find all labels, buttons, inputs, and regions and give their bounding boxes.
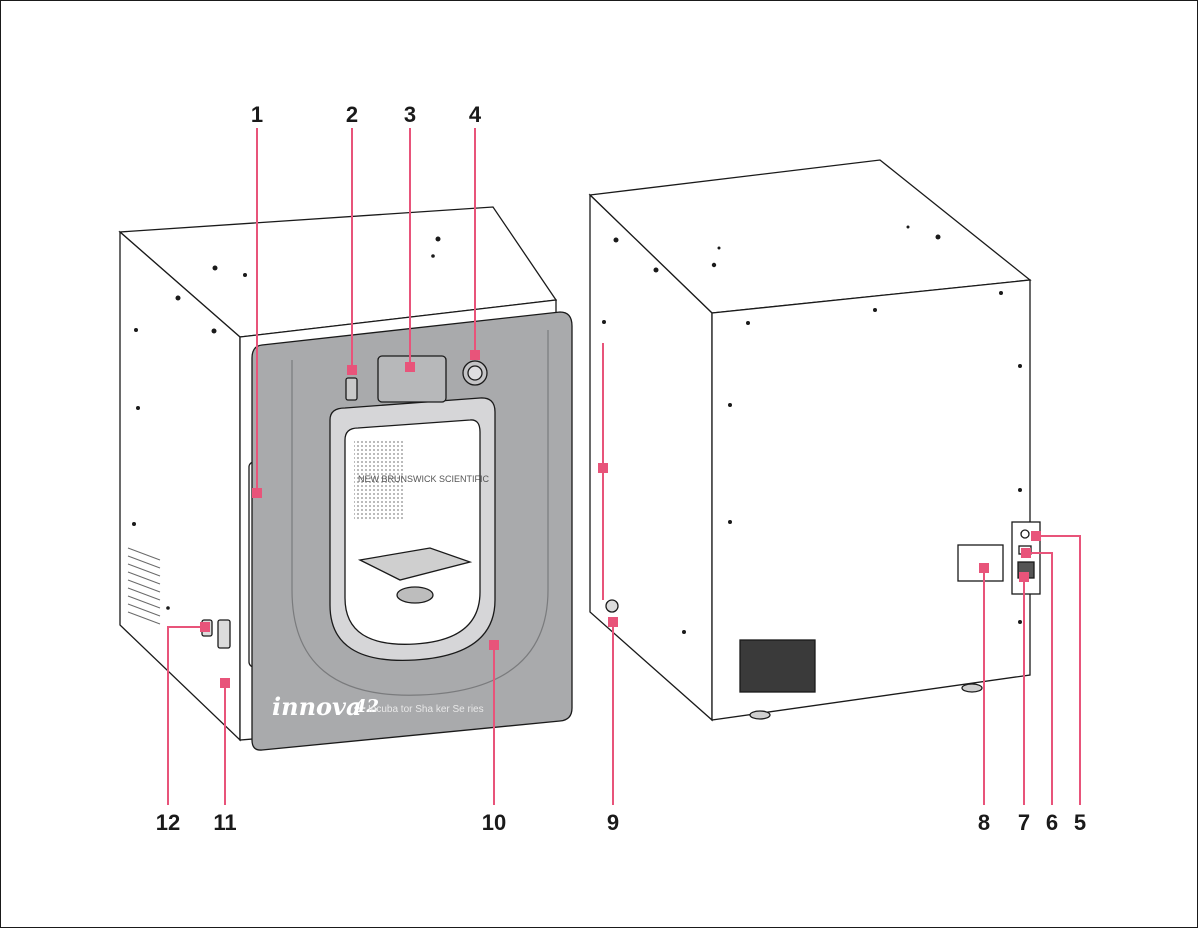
callout-line-12 bbox=[167, 626, 205, 805]
front-unit bbox=[118, 206, 573, 751]
callout-marker-8 bbox=[979, 563, 989, 573]
series-text: Incuba tor Sha ker Se ries bbox=[368, 704, 484, 715]
callout-number-7: 7 bbox=[1018, 810, 1030, 835]
callout-marker-6 bbox=[1021, 548, 1031, 558]
callout-number-1: 1 bbox=[251, 102, 263, 127]
callout-number-5: 5 bbox=[1074, 810, 1086, 835]
rear-unit-back bbox=[711, 279, 1031, 721]
callout-marker-5 bbox=[1031, 531, 1041, 541]
callout-number-6: 6 bbox=[1046, 810, 1058, 835]
callout-line-5 bbox=[1036, 535, 1081, 805]
callout-number-11: 11 bbox=[213, 810, 236, 835]
callout-number-4: 4 bbox=[469, 102, 482, 127]
interior-clamp bbox=[396, 586, 434, 604]
callout-number-10: 10 bbox=[482, 810, 506, 835]
callout-line-6 bbox=[1026, 552, 1053, 805]
interior-perforation bbox=[354, 440, 404, 520]
touchscreen-display bbox=[377, 355, 447, 403]
power-switch bbox=[345, 377, 358, 401]
callout-marker-3 bbox=[405, 362, 415, 372]
callout-marker-10 bbox=[489, 640, 499, 650]
callout-marker-4 bbox=[470, 350, 480, 360]
callout-markers bbox=[200, 350, 1041, 688]
side-vent-grille bbox=[127, 547, 161, 625]
rear-unit-screws bbox=[602, 225, 1022, 634]
rear-vent bbox=[739, 639, 816, 693]
brand-name: innova bbox=[272, 692, 362, 721]
rear-unit bbox=[588, 159, 1041, 722]
circuit-breaker bbox=[1020, 529, 1030, 539]
callout-marker-9 bbox=[608, 617, 618, 627]
side-connector bbox=[217, 619, 231, 649]
callout-marker-2 bbox=[347, 365, 357, 375]
model-number: 42 bbox=[354, 696, 379, 717]
callout-marker-9-bracket bbox=[598, 463, 608, 473]
rear-foot bbox=[749, 710, 771, 720]
callout-number-8: 8 bbox=[978, 810, 990, 835]
rear-side-port bbox=[605, 599, 619, 613]
interior-text: NEW BRUNSWICK SCIENTIFIC bbox=[358, 474, 490, 484]
callout-number-3: 3 bbox=[404, 102, 416, 127]
door-outer-curve bbox=[291, 330, 549, 696]
interior-platform bbox=[357, 547, 473, 581]
rear-foot bbox=[961, 683, 983, 693]
callout-marker-12 bbox=[200, 622, 210, 632]
callout-number-2: 2 bbox=[346, 102, 358, 127]
callout-marker-7 bbox=[1019, 572, 1029, 582]
front-unit-screws bbox=[132, 236, 441, 610]
callout-number-9: 9 bbox=[607, 810, 619, 835]
callout-marker-1 bbox=[252, 488, 262, 498]
callout-number-12: 12 bbox=[156, 810, 180, 835]
callout-marker-11 bbox=[220, 678, 230, 688]
